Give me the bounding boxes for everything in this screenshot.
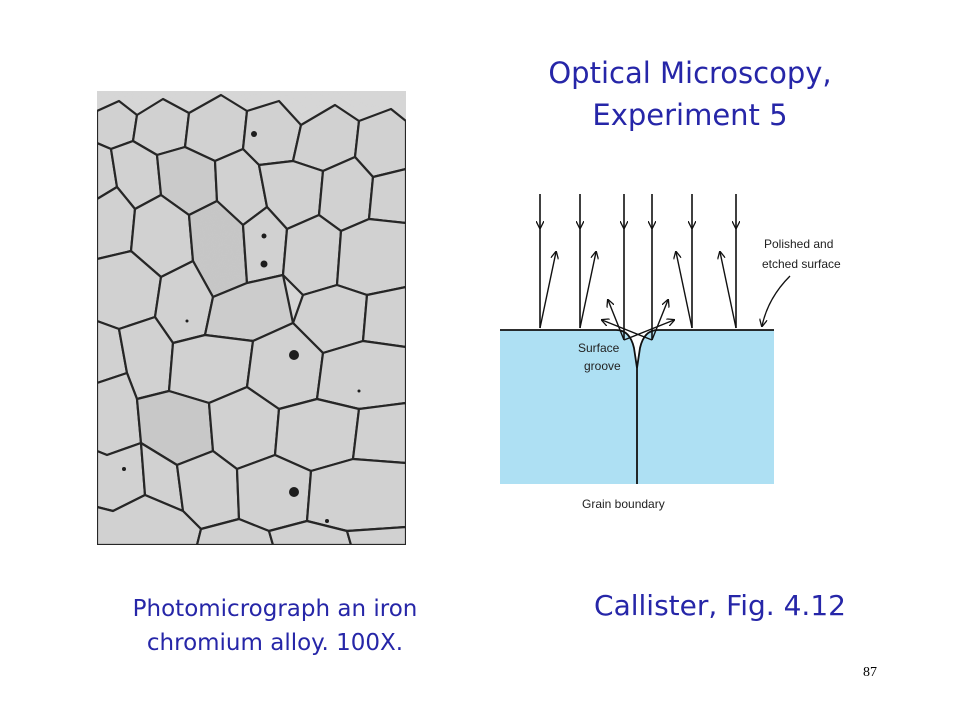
surface-groove-diagram: Polished and etched surface Surface groo… xyxy=(500,194,841,511)
slide-title: Optical Microscopy, Experiment 5 xyxy=(470,52,910,136)
figure-reference: Callister, Fig. 4.12 xyxy=(594,589,846,622)
label-groove-line-1: Surface xyxy=(578,341,620,355)
title-line-1: Optical Microscopy, xyxy=(548,56,832,90)
caption-line-1: Photomicrograph an iron xyxy=(132,596,418,622)
label-polished-line-1: Polished and xyxy=(764,237,833,251)
photomicrograph-image xyxy=(97,91,406,545)
page-number: 87 xyxy=(863,665,877,680)
micrograph-caption: Photomicrograph an iron chromium alloy. … xyxy=(80,592,470,660)
caption-line-2: chromium alloy. 100X. xyxy=(146,630,404,656)
label-grain-boundary: Grain boundary xyxy=(582,497,665,511)
label-polished-line-2: etched surface xyxy=(762,257,841,271)
title-line-2: Experiment 5 xyxy=(592,98,788,132)
label-groove-line-2: groove xyxy=(584,359,621,373)
